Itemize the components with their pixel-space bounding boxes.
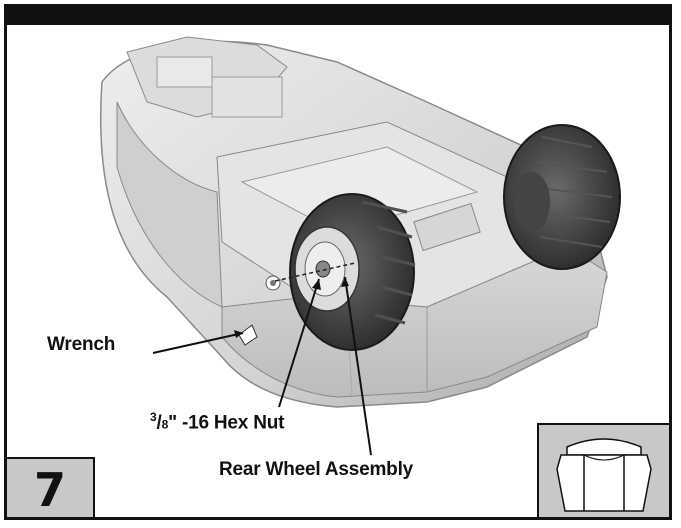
step-number-box: 7 [7,457,95,517]
fraction-denominator: 8 [161,417,169,432]
hex-nut-icon [556,438,652,512]
hex-nut-text: -16 Hex Nut [181,412,285,434]
hex-nut-label: 3/8" -16 Hex Nut [150,410,285,434]
fraction-numerator: 3 [150,410,157,424]
top-border [7,7,669,25]
rear-wheel-label: Rear Wheel Assembly [219,459,414,480]
wrench-label: Wrench [47,334,116,355]
instruction-panel: Wrench 3/8" -16 Hex Nut Rear Wheel Assem… [4,4,672,520]
step-number: 7 [33,463,66,517]
inch-mark: " [168,412,177,434]
vehicle-underside-illustration [99,36,621,456]
part-callout-box [537,423,669,517]
